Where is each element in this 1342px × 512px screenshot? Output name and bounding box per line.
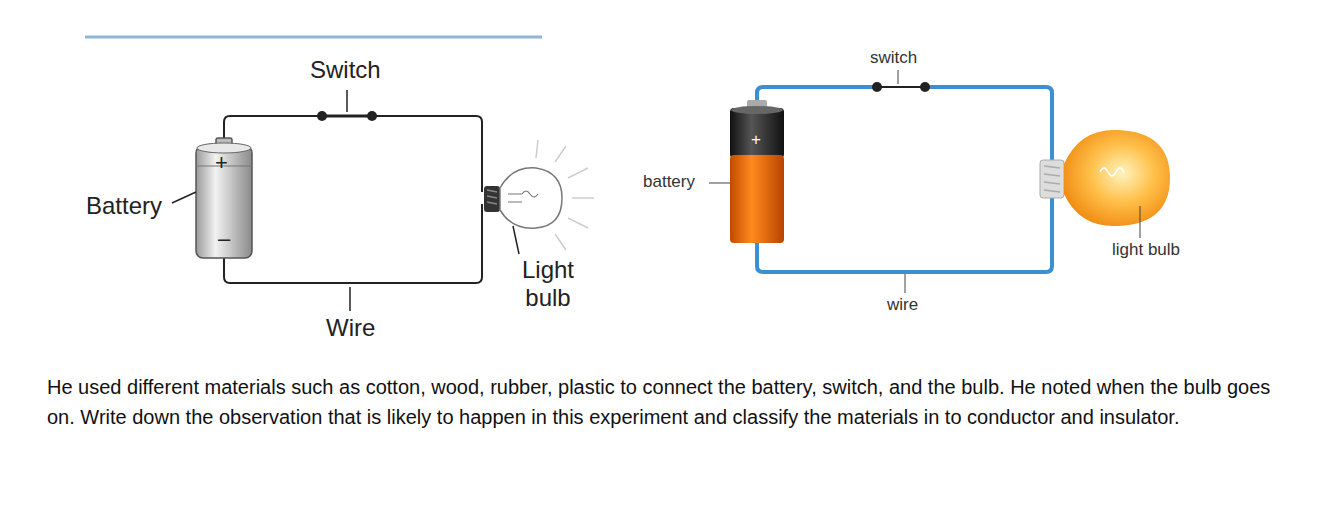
terminal-sign: + — [215, 150, 228, 175]
right-bulb — [1040, 130, 1170, 226]
component-label: switch — [870, 48, 917, 68]
right-battery — [730, 100, 784, 243]
left-battery — [196, 138, 252, 258]
right-leader-lines — [709, 70, 1140, 293]
left-switch — [317, 111, 377, 121]
terminal-sign: + — [751, 130, 761, 150]
component-label: Battery — [86, 192, 162, 220]
right-switch — [872, 82, 930, 92]
component-label: light bulb — [1112, 240, 1180, 260]
left-leader-lines — [172, 90, 519, 311]
left-bulb — [484, 140, 594, 250]
component-label: Wire — [326, 314, 375, 342]
component-label: wire — [887, 295, 918, 315]
left-wire — [224, 116, 482, 283]
terminal-sign: – — [218, 226, 230, 251]
component-label: Switch — [310, 56, 381, 84]
question-text: He used different materials such as cott… — [47, 372, 1297, 432]
top-rule — [85, 36, 542, 39]
component-label: Light bulb — [508, 256, 588, 311]
component-label: battery — [643, 172, 695, 192]
right-wire — [757, 87, 1052, 272]
